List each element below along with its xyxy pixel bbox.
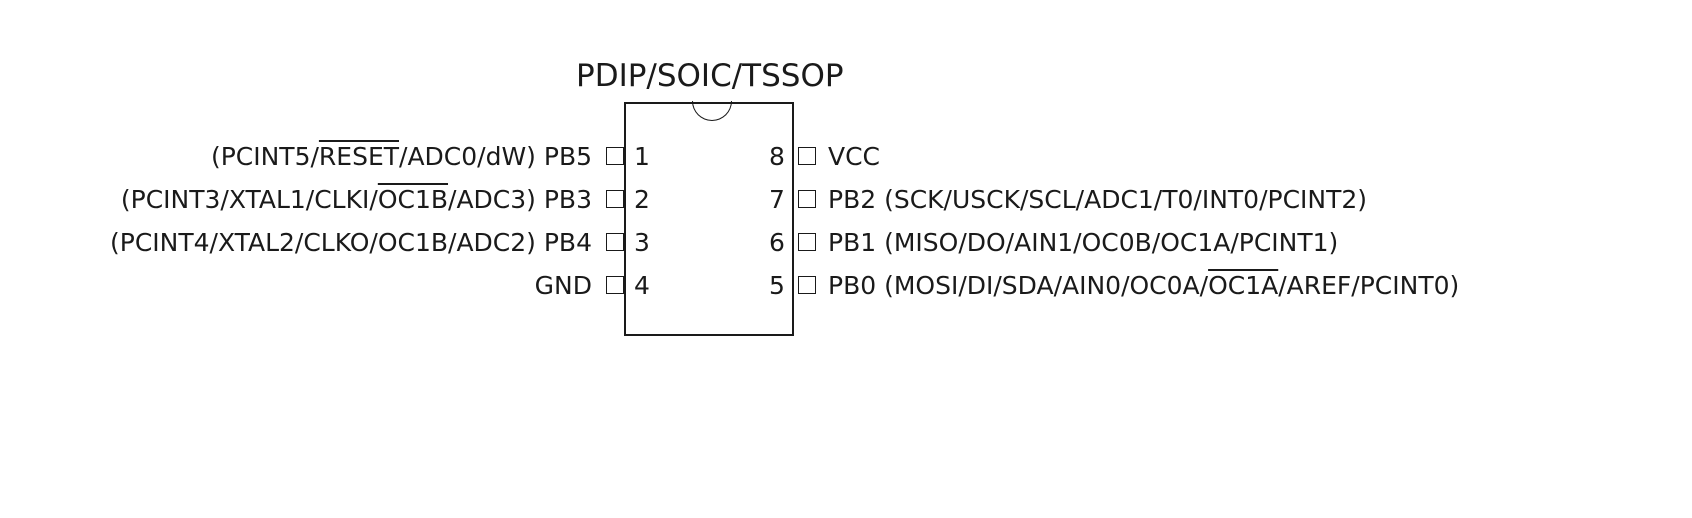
pin-7-label: PB2 (SCK/USCK/SCL/ADC1/T0/INT0/PCINT2): [828, 185, 1367, 215]
pin-8-label-pre: VCC: [828, 142, 881, 171]
ic-package-body: [624, 101, 794, 336]
pin-3-label-pre: (PCINT4/XTAL2/CLKO/OC1B/ADC2) PB4: [109, 228, 592, 257]
pin-6-label: PB1 (MISO/DO/AIN1/OC0B/OC1A/PCINT1): [828, 228, 1338, 258]
pin-5-label-overline: OC1A: [1208, 271, 1279, 300]
pin-1-label: (PCINT5/RESET/ADC0/dW) PB5: [211, 142, 592, 172]
pin-4-label: GND: [535, 271, 592, 301]
pin-3-label: (PCINT4/XTAL2/CLKO/OC1B/ADC2) PB4: [110, 228, 592, 258]
pin-5-label: PB0 (MOSI/DI/SDA/AIN0/OC0A/OC1A/AREF/PCI…: [828, 271, 1459, 301]
pin-1-label-pre: (PCINT5/: [210, 142, 319, 171]
pin-2-label-post: /ADC3) PB3: [448, 185, 592, 214]
pin-1-label-overline: RESET: [318, 142, 400, 171]
pin-5-number: 5: [769, 271, 785, 300]
pin-5-label-pre: PB0 (MOSI/DI/SDA/AIN0/OC0A/: [828, 271, 1209, 300]
pin-4-pad: [606, 276, 624, 294]
pin-2-number: 2: [634, 185, 650, 214]
pin-2-label-overline: OC1B: [377, 185, 449, 214]
pin-5-pad: [798, 276, 816, 294]
pin-4-number: 4: [634, 271, 650, 300]
pin-7-label-pre: PB2 (SCK/USCK/SCL/ADC1/T0/INT0/PCINT2): [828, 185, 1368, 214]
pin-1-label-post: /ADC0/dW) PB5: [399, 142, 592, 171]
pin-2-pad: [606, 190, 624, 208]
pin-6-number: 6: [769, 228, 785, 257]
pin-4-label-pre: GND: [534, 271, 592, 300]
pin-2-label: (PCINT3/XTAL1/CLKI/OC1B/ADC3) PB3: [121, 185, 592, 215]
pin-8-label: VCC: [828, 142, 880, 172]
pin-6-pad: [798, 233, 816, 251]
pin-8-pad: [798, 147, 816, 165]
pin-7-number: 7: [769, 185, 785, 214]
pin-8-number: 8: [769, 142, 785, 171]
pin-5-label-post: /AREF/PCINT0): [1278, 271, 1460, 300]
pin-2-label-pre: (PCINT3/XTAL1/CLKI/: [120, 185, 378, 214]
package-title: PDIP/SOIC/TSSOP: [576, 58, 844, 94]
pin-1-pad: [606, 147, 624, 165]
pin-7-pad: [798, 190, 816, 208]
pin-3-number: 3: [634, 228, 650, 257]
pin1-notch: [692, 101, 732, 121]
pin-3-pad: [606, 233, 624, 251]
pin-6-label-pre: PB1 (MISO/DO/AIN1/OC0B/OC1A/PCINT1): [828, 228, 1339, 257]
pin-1-number: 1: [634, 142, 650, 171]
